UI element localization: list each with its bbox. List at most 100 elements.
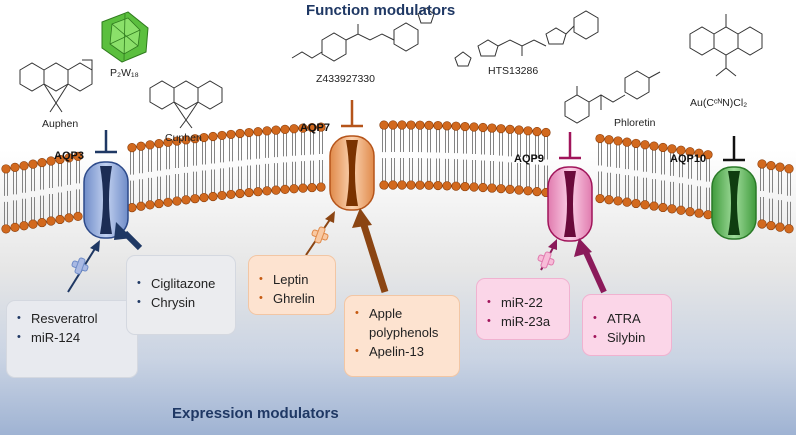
box-aqp9-expression-b: ATRA Silybin [582,294,672,356]
lipid-molecule [442,121,452,191]
label-aqp7: AQP7 [300,122,330,134]
lipid-molecule [469,122,479,192]
lipid-molecule [10,162,20,232]
box-aqp7-expression-a: Leptin Ghrelin [248,255,336,315]
lipid-molecule [73,151,83,221]
label-phloretin: Phloretin [614,117,656,129]
cuphen-molecule-icon [149,80,223,129]
aqp3-thick-arrow [114,222,143,251]
list-item: Resveratrol [17,309,127,328]
lipid-molecule [262,126,272,196]
lipid-molecule [424,120,434,190]
heading-function-modulators: Function modulators [306,2,456,19]
lipid-molecule [307,122,317,193]
lipid-molecule [775,162,785,232]
lipid-molecule [496,124,506,194]
lipid-molecule [190,134,200,204]
lipid-molecule [55,154,65,225]
heading-expression-modulators: Expression modulators [172,405,339,422]
aqp10-inhibitor-bar [723,136,745,162]
lipid-molecule [388,120,398,190]
lipid-molecule [658,142,668,213]
auphen-molecule-icon [19,59,93,113]
lipid-molecule [622,137,632,207]
lipid-molecule [154,138,164,209]
lipid-molecule [208,131,218,202]
lipid-molecule [613,136,623,206]
lipid-molecule [667,144,677,214]
lipid-molecule [757,159,767,229]
aqp3-channel [83,161,129,239]
aqp9-cross-icon [537,251,555,269]
list-item: miR-124 [17,328,127,347]
list-item: Leptin [259,270,325,289]
aqp9-inhibitor-bar [559,132,581,160]
lipid-molecule [397,120,407,190]
lipid-molecule [487,123,497,193]
lipid-molecule [28,159,38,229]
lipid-molecule [253,127,263,197]
lipid-molecule [217,130,227,201]
lipid-molecule [766,160,776,231]
lipid-bilayer [1,120,794,234]
label-au-complex: Au(CᶜᴺN)Cl₂ [690,97,748,109]
list-item: Chrysin [137,293,225,312]
lipid-molecule [1,164,11,234]
label-auphen: Auphen [42,118,79,130]
cross-markers [71,226,555,275]
lipid-molecule [694,148,704,218]
lipid-molecule [289,124,299,194]
lipid-molecule [604,135,614,205]
list-item: Ciglitazone [137,274,225,293]
lipid-molecule [640,140,650,210]
lipid-molecule [298,123,308,193]
lipid-molecule [415,120,425,190]
lipid-molecule [505,124,515,194]
lipid-molecule [271,125,281,195]
label-aqp10: AQP10 [670,153,707,165]
box-aqp9-expression-a: miR-22 miR-23a [476,278,570,340]
box-aqp3-expression-b: Ciglitazone Chrysin [126,255,236,335]
p2w18-cluster-icon [101,11,149,63]
lipid-molecule [244,127,254,198]
lipid-molecule [163,137,173,207]
aqp3-cross-icon [71,257,89,275]
list-item: ATRA [593,309,661,328]
list-item: Apple polyphenols [355,304,449,342]
lipid-molecule [676,145,686,215]
lipid-molecule [199,132,209,203]
label-hts13286: HTS13286 [488,65,539,77]
lipid-molecule [280,124,290,195]
lipid-molecule [685,147,695,217]
lipid-molecule [127,143,137,213]
aqp9-thick-arrow [574,238,607,294]
box-aqp3-expression-a: Resveratrol miR-124 [6,300,138,378]
inhibition-markers [95,100,745,162]
lipid-molecule [172,136,182,206]
lipid-molecule [46,156,56,226]
lipid-molecule [316,122,326,192]
label-cuphen: Cuphen [165,132,202,144]
lipid-molecule [145,140,155,210]
lipid-molecule [37,157,47,228]
lipid-molecule [649,141,659,211]
lipid-molecule [64,153,74,223]
aqp9-channel [547,166,593,242]
lipid-molecule [478,122,488,193]
hts13286-molecule-icon [454,10,599,67]
lipid-molecule [595,133,605,204]
label-aqp9: AQP9 [514,153,544,165]
aqp7-channel [329,135,375,211]
lipid-molecule [532,127,542,197]
lipid-molecule [451,121,461,191]
aqp10-channel [711,166,757,240]
expression-arrows [67,208,607,294]
lipid-molecule [460,121,470,192]
list-item: miR-23a [487,312,559,331]
box-aqp7-expression-b: Apple polyphenols Apelin-13 [344,295,460,377]
aqp7-inhibitor-bar [341,100,363,128]
list-item: Ghrelin [259,289,325,308]
list-item: miR-22 [487,293,559,312]
